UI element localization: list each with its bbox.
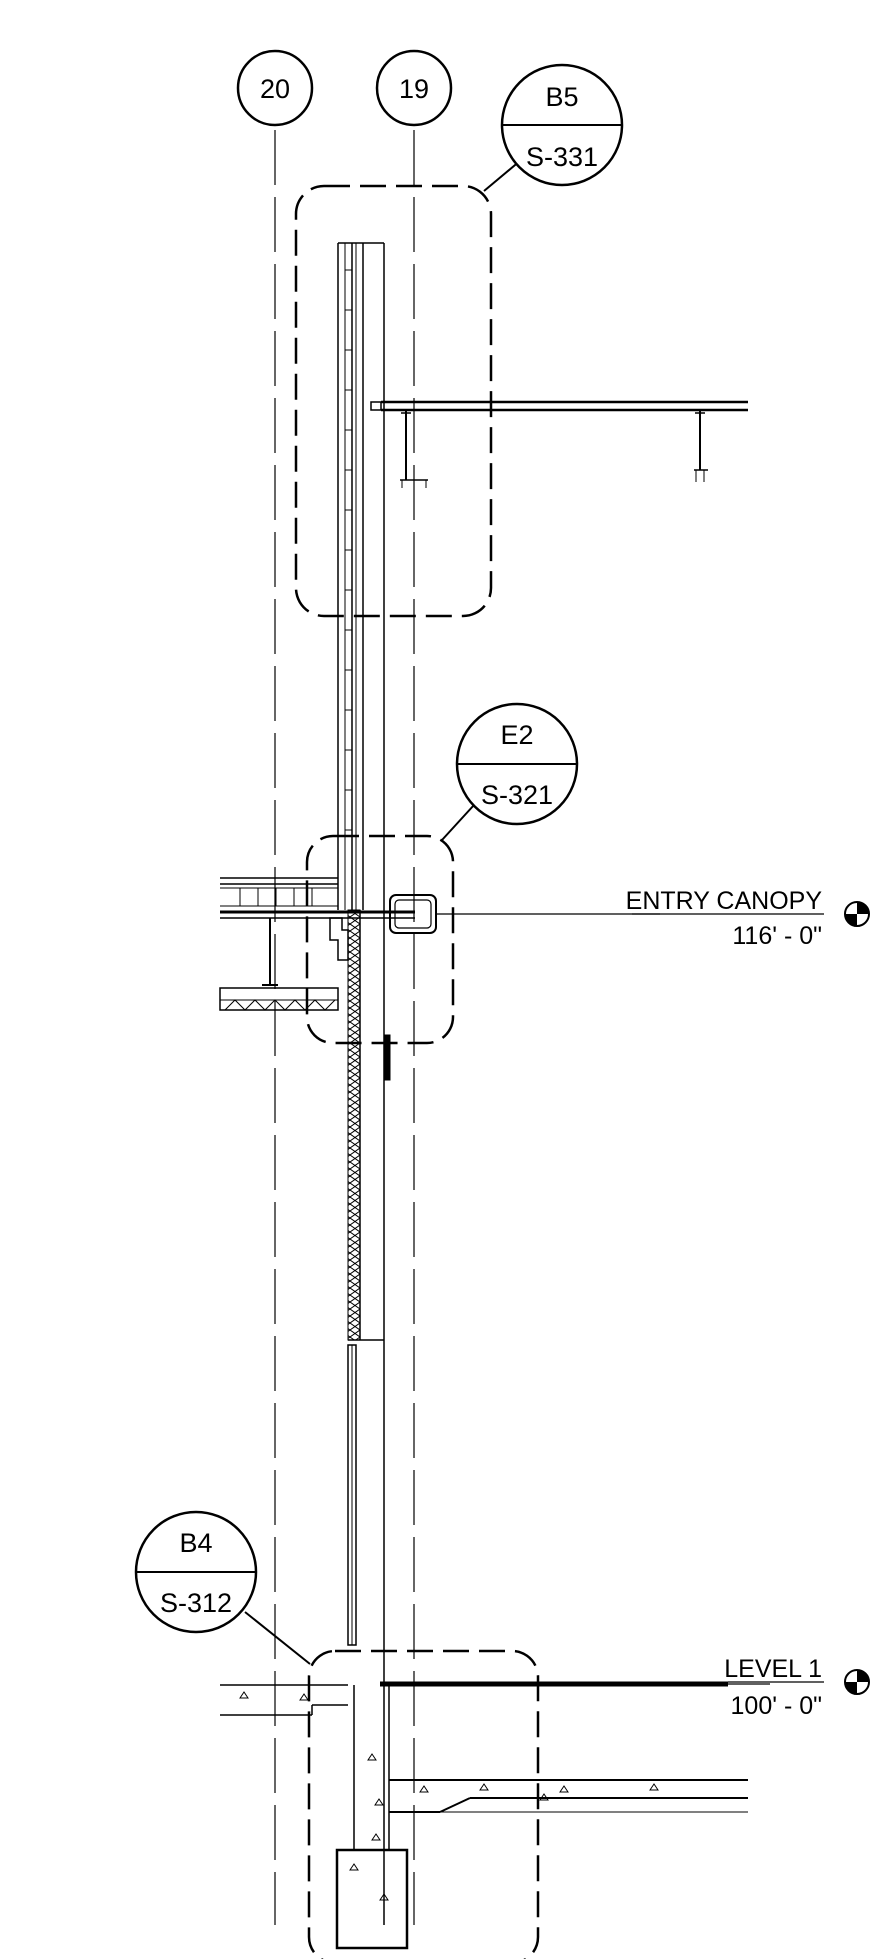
grid-line-20: 20 [236, 49, 314, 1925]
grid-line-19: 19 [375, 49, 453, 1925]
roof-framing [370, 400, 748, 488]
detail-callout-e2[interactable]: E2 S-321 [305, 702, 579, 1045]
grid-label-19: 19 [399, 74, 429, 104]
level-marker-entry-canopy: ENTRY CANOPY 116' - 0" [626, 887, 870, 950]
callout-sheet-b4: S-312 [160, 1588, 232, 1618]
callout-detail-b5: B5 [545, 82, 578, 112]
callout-sheet-e2: S-321 [481, 780, 553, 810]
callout-detail-b4: B4 [179, 1528, 212, 1558]
callout-sheet-b5: S-331 [526, 142, 598, 172]
entry-canopy-framing [219, 877, 660, 1011]
detail-callout-b4[interactable]: B4 S-312 [134, 1510, 540, 1959]
level-marker-level-1: LEVEL 1 100' - 0" [724, 1655, 870, 1720]
level-datum-icon [844, 1669, 870, 1695]
grid-bubble-19 [375, 49, 453, 127]
foundation [220, 1681, 770, 1950]
grid-label-20: 20 [260, 74, 290, 104]
level-elevation-level-1: 100' - 0" [731, 1692, 822, 1720]
level-elevation-entry-canopy: 116' - 0" [732, 922, 822, 950]
level-name-level-1: LEVEL 1 [724, 1655, 822, 1683]
detail-callout-b5[interactable]: B5 S-331 [294, 63, 624, 618]
level-datum-icon [844, 901, 870, 927]
exterior-wall [337, 242, 391, 1925]
level-name-entry-canopy: ENTRY CANOPY [626, 887, 823, 915]
callout-detail-e2: E2 [500, 720, 533, 750]
grid-bubble-20 [236, 49, 314, 127]
